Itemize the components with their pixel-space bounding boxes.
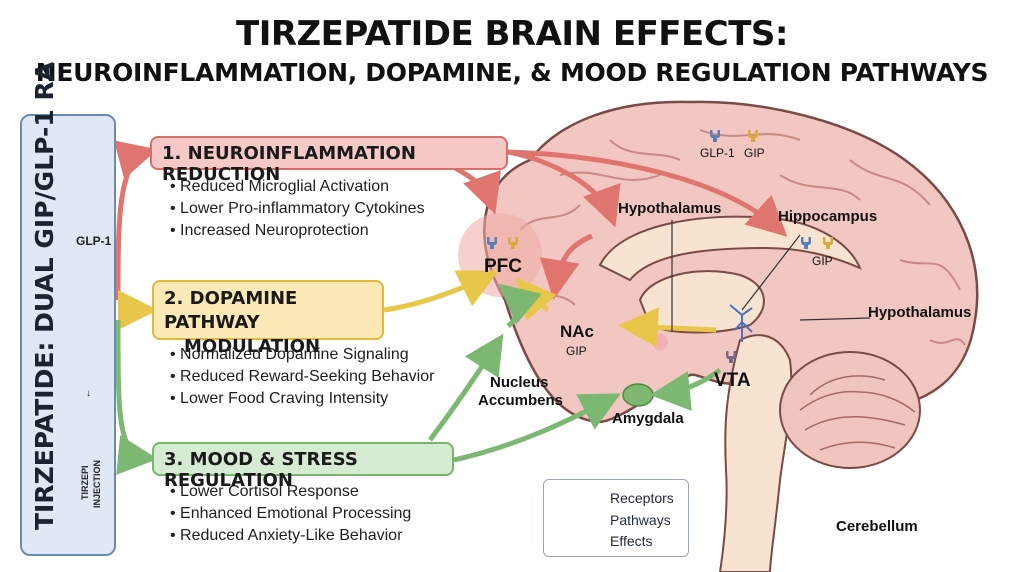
bullet-item: Lower Food Craving Intensity — [170, 388, 434, 410]
hippocampus-label: Hippocampus — [778, 208, 878, 225]
pen-sublabel: INJECTION — [92, 459, 102, 508]
green-arrows — [115, 283, 722, 475]
drug-sidebar — [20, 114, 116, 556]
page-title: TIRZEPATIDE BRAIN EFFECTS: — [236, 14, 788, 54]
pathway-2-bullets: Normalized Dopamine Signaling Reduced Re… — [170, 344, 434, 410]
hypothalamus-structure — [729, 304, 753, 342]
amygdala-label: Amygdala — [612, 410, 684, 427]
sidebar-receptor-label: GLP-1 — [76, 234, 112, 248]
brain-illustration — [458, 100, 979, 572]
hypothalamus-top-label: Hypothalamus — [618, 200, 722, 217]
drug-label: TIRZEPATIDE: DUAL GIP/GLP-1 RA — [30, 61, 59, 530]
bullet-item: Reduced Reward-Seeking Behavior — [170, 366, 434, 388]
legend-row-pathways: Pathways — [544, 510, 690, 532]
nucleus-label-line1: Nucleus — [490, 374, 549, 391]
amygdala-shape — [622, 383, 654, 407]
pathway-1-box: 1. NEUROINFLAMMATION REDUCTION — [150, 136, 508, 185]
hypothalamus-right-label: Hypothalamus — [868, 304, 972, 321]
legend-label-pathways: Pathways — [610, 512, 671, 528]
legend-row-effects: Effects — [544, 531, 690, 553]
bullet-item: Reduced Microglial Activation — [170, 176, 425, 198]
cerebellum-shape — [779, 351, 921, 469]
nac-label: NAc — [560, 322, 595, 341]
pathway-1-bullets: Reduced Microglial Activation Lower Pro-… — [170, 176, 425, 242]
cerebellum-label: Cerebellum — [836, 518, 918, 535]
bullet-item: Lower Pro-inflammatory Cytokines — [170, 198, 425, 220]
bullet-item: Increased Neuroprotection — [170, 220, 425, 242]
bullet-item: Enhanced Emotional Processing — [170, 503, 411, 525]
pen-label: TIRZEPI — [80, 465, 90, 500]
leader-lines — [671, 220, 871, 332]
bullet-item: Lower Cortisol Response — [170, 481, 411, 503]
red-arrows — [113, 140, 788, 301]
top-receptor-label-gip: GIP — [744, 146, 765, 160]
page-subtitle: NEUROINFLAMMATION, DOPAMINE, & MOOD REGU… — [35, 58, 989, 87]
top-receptor-label-glp1: GLP-1 — [700, 146, 735, 160]
nucleus-label-line2: Accumbens — [478, 392, 564, 409]
pathway-2-label-line1: 2. DOPAMINE PATHWAY — [164, 288, 298, 333]
sidebar-dot: ↓ — [86, 388, 91, 399]
bullet-item: Reduced Anxiety-Like Behavior — [170, 525, 411, 547]
nac-receptor-label: GIP — [566, 344, 587, 358]
bullet-item: Normalized Dopamine Signaling — [170, 344, 434, 366]
legend-row-receptors: Receptors — [544, 488, 690, 510]
corpus-callosum — [598, 215, 862, 282]
legend-label-receptors: Receptors — [610, 490, 674, 506]
hippocampus-receptor-label: GIP — [812, 254, 833, 268]
pfc-label: PFC — [484, 256, 522, 277]
brainstem — [718, 334, 793, 572]
vta-label: VTA — [714, 370, 751, 391]
pathway-3-box: 3. MOOD & STRESS REGULATION — [152, 442, 454, 491]
thalamus — [638, 270, 765, 334]
pathway-3-bullets: Lower Cortisol Response Enhanced Emotion… — [170, 481, 411, 547]
legend-label-effects: Effects — [610, 533, 653, 549]
pathway-2-box: 2. DOPAMINE PATHWAY MODULATION — [152, 280, 384, 357]
legend: Receptors Pathways Effects — [543, 479, 689, 557]
